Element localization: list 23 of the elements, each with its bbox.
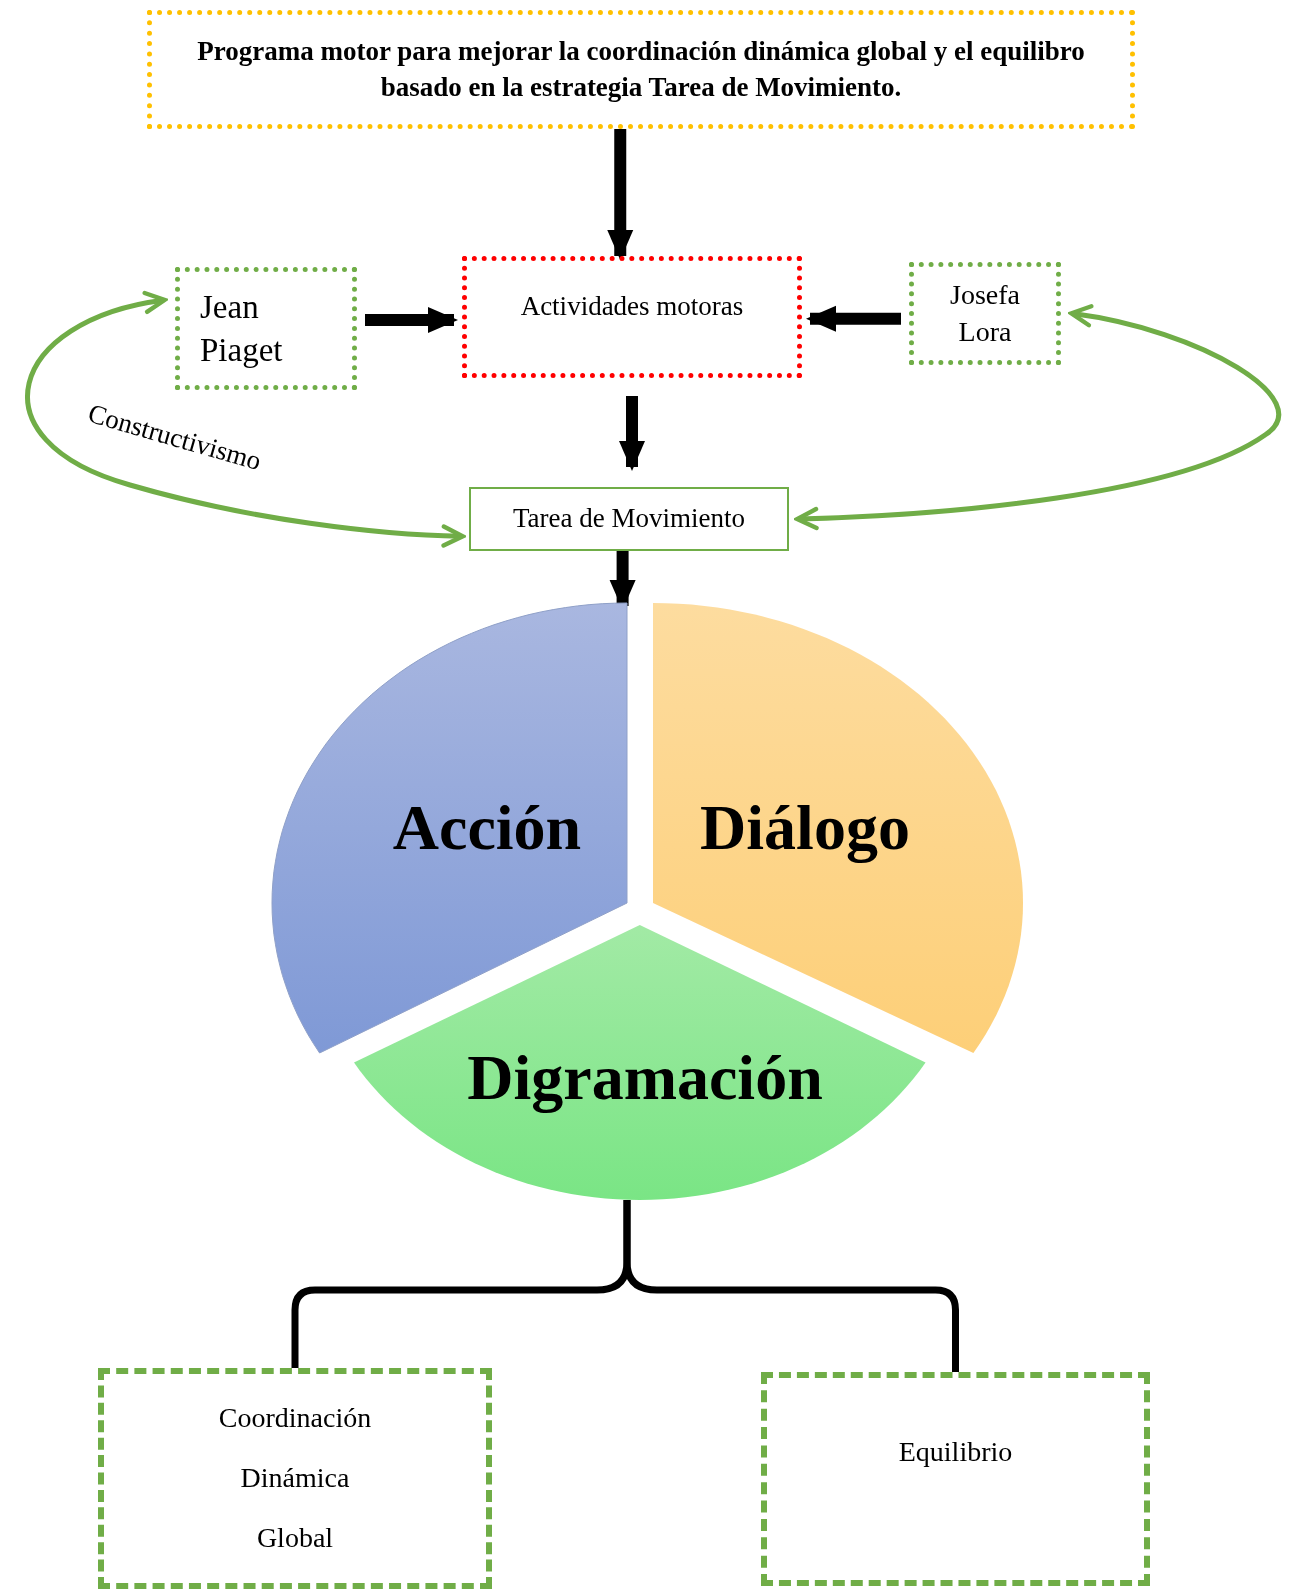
- box-text: Josefa Lora: [949, 278, 1021, 349]
- curved-arrow: [795, 304, 1281, 531]
- arrow: [365, 306, 458, 333]
- curved-arrow: [25, 292, 465, 548]
- box-text: Jean Piaget: [200, 287, 284, 370]
- box-text: Programa motor para mejorar la coordinación dinámica global y el equilibro basado en la estrategia Tarea de Movimiento.: [196, 35, 1086, 104]
- arrow: [619, 396, 645, 471]
- rectangle-box: [469, 487, 789, 551]
- dashed-box: [98, 1368, 492, 1589]
- segment-label: Digramación: [467, 1041, 823, 1115]
- box-text: Actividades motoras: [520, 290, 744, 323]
- box-text: Equilibrio: [898, 1435, 1013, 1469]
- segment-label: Acción: [392, 791, 582, 865]
- box-text: Coordinación Dinámica Global: [217, 1401, 373, 1555]
- dashed-box: [761, 1372, 1150, 1586]
- dotted-box: [175, 267, 357, 390]
- dotted-box: [462, 256, 802, 378]
- dotted-box: [909, 262, 1061, 365]
- box-text: Tarea de Movimiento: [513, 502, 745, 536]
- segment-label: Diálogo: [700, 791, 910, 865]
- arrow: [607, 129, 634, 260]
- dotted-box: [147, 10, 1135, 129]
- arrow: [806, 305, 901, 332]
